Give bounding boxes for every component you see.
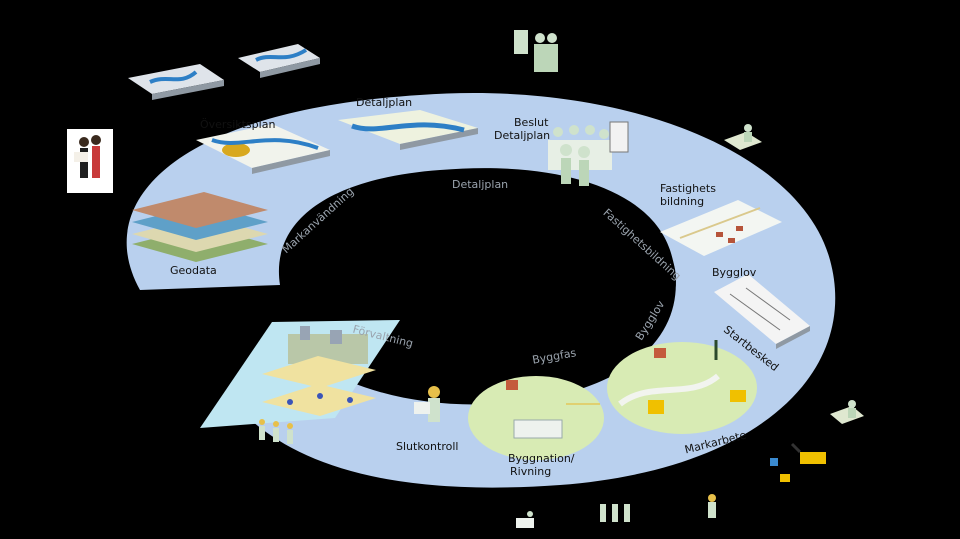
desk-person-icon-top <box>724 124 762 150</box>
workers-bottom-icon <box>516 494 716 528</box>
stage-label-byggnation: Byggnation/ <box>508 452 575 465</box>
stage-label-fastighets: Fastighets <box>660 182 716 195</box>
excavator-icon <box>770 444 826 482</box>
stage-label-bildning: bildning <box>660 195 704 208</box>
stage-label-detaljplan: Detaljplan <box>356 96 412 109</box>
byggnation-field <box>468 376 604 460</box>
couple-map-icon <box>67 129 113 193</box>
stage-label-oversiktsplan: Översiktsplan <box>200 118 275 131</box>
map-icon-floating-1 <box>128 64 224 100</box>
stage-label-bygglov: Bygglov <box>712 266 756 279</box>
stage-label-geodata: Geodata <box>170 264 217 277</box>
stage-label-slutkontroll: Slutkontroll <box>396 440 458 453</box>
stage-label-rivning: Rivning <box>510 465 551 478</box>
ring-label-detaljplan: Detaljplan <box>452 178 508 191</box>
stage-label-beslut-detaljplan: Detaljplan <box>494 129 550 142</box>
stage-label-beslut: Beslut <box>514 116 548 129</box>
people-documents-icon <box>514 30 558 72</box>
desk-person-icon-bottom <box>830 400 864 424</box>
map-icon-floating-2 <box>238 44 320 78</box>
